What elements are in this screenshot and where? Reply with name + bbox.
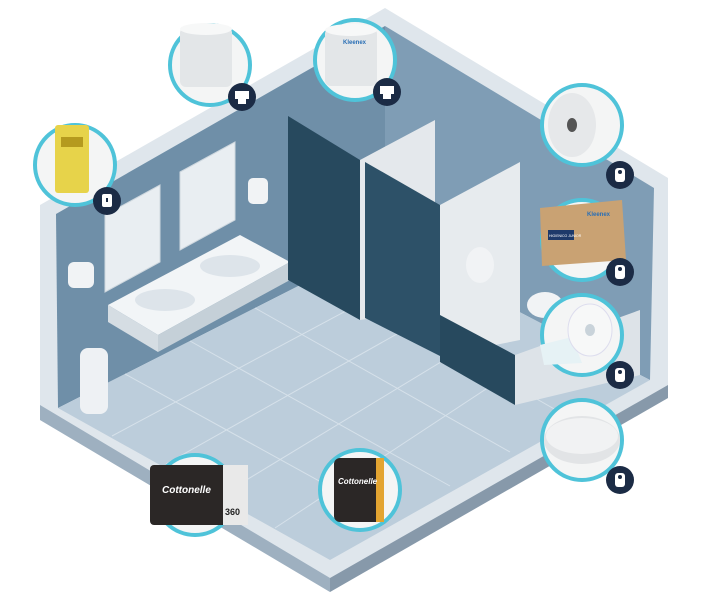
hotspot-soap-refill[interactable]: [33, 123, 121, 215]
hotspot-jumbo-roll-box[interactable]: Kleenex HIGIENICO JUNIOR: [540, 198, 634, 286]
mirror-right: [179, 141, 236, 251]
hotspot-hand-towel-roll-2[interactable]: Kleenex: [313, 18, 401, 106]
mirror-left: [104, 184, 161, 293]
trash-bin: [80, 348, 108, 414]
hotspot-jumbo-roll-1[interactable]: [540, 83, 634, 189]
brand-logo: Kleenex: [587, 212, 611, 218]
towel-dispenser-icon: [373, 78, 401, 106]
box-label: HIGIENICO JUNIOR: [549, 234, 582, 238]
hotspot-cottonelle-roll[interactable]: Cottonelle: [318, 448, 402, 532]
toilet-paper-icon: [606, 161, 634, 189]
brand-logo: Cottonelle: [162, 485, 211, 496]
soap-dispenser-icon: [93, 187, 121, 215]
stall-door-1: [288, 116, 360, 320]
stall-front-panel: [440, 315, 515, 405]
cottonelle-roll-image: [334, 458, 384, 522]
sink-counter-side: [158, 262, 290, 352]
toilet-paper-icon: [606, 258, 634, 286]
brand-logo: Kleenex: [343, 40, 367, 46]
hotspot-jumbo-roll-2[interactable]: [540, 398, 634, 494]
box-image: [540, 200, 626, 266]
toilet-paper-icon: [606, 466, 634, 494]
towel-dispenser-wall: [68, 262, 94, 288]
toilet-paper-icon: [606, 361, 634, 389]
soap-refill-image: [55, 125, 89, 193]
hand-dryer-wall: [248, 178, 268, 204]
toilet-paper-dispenser-wall: [466, 247, 494, 283]
sink-basin: [135, 289, 195, 311]
towel-roll-image: [180, 27, 232, 87]
towel-dispenser-icon: [228, 83, 256, 111]
brand-logo: Cottonelle: [338, 477, 378, 486]
sink-basin: [200, 255, 260, 277]
pack-count: 360: [225, 507, 240, 517]
towel-roll-image: [325, 28, 377, 86]
hotspot-cottonelle-pack[interactable]: Cottonelle 360: [150, 453, 248, 537]
hotspot-toilet-paper-roll[interactable]: [540, 293, 634, 389]
stall-door-2: [365, 162, 440, 356]
hotspot-hand-towel-roll-1[interactable]: [168, 23, 256, 111]
sink-counter-front: [108, 305, 158, 352]
